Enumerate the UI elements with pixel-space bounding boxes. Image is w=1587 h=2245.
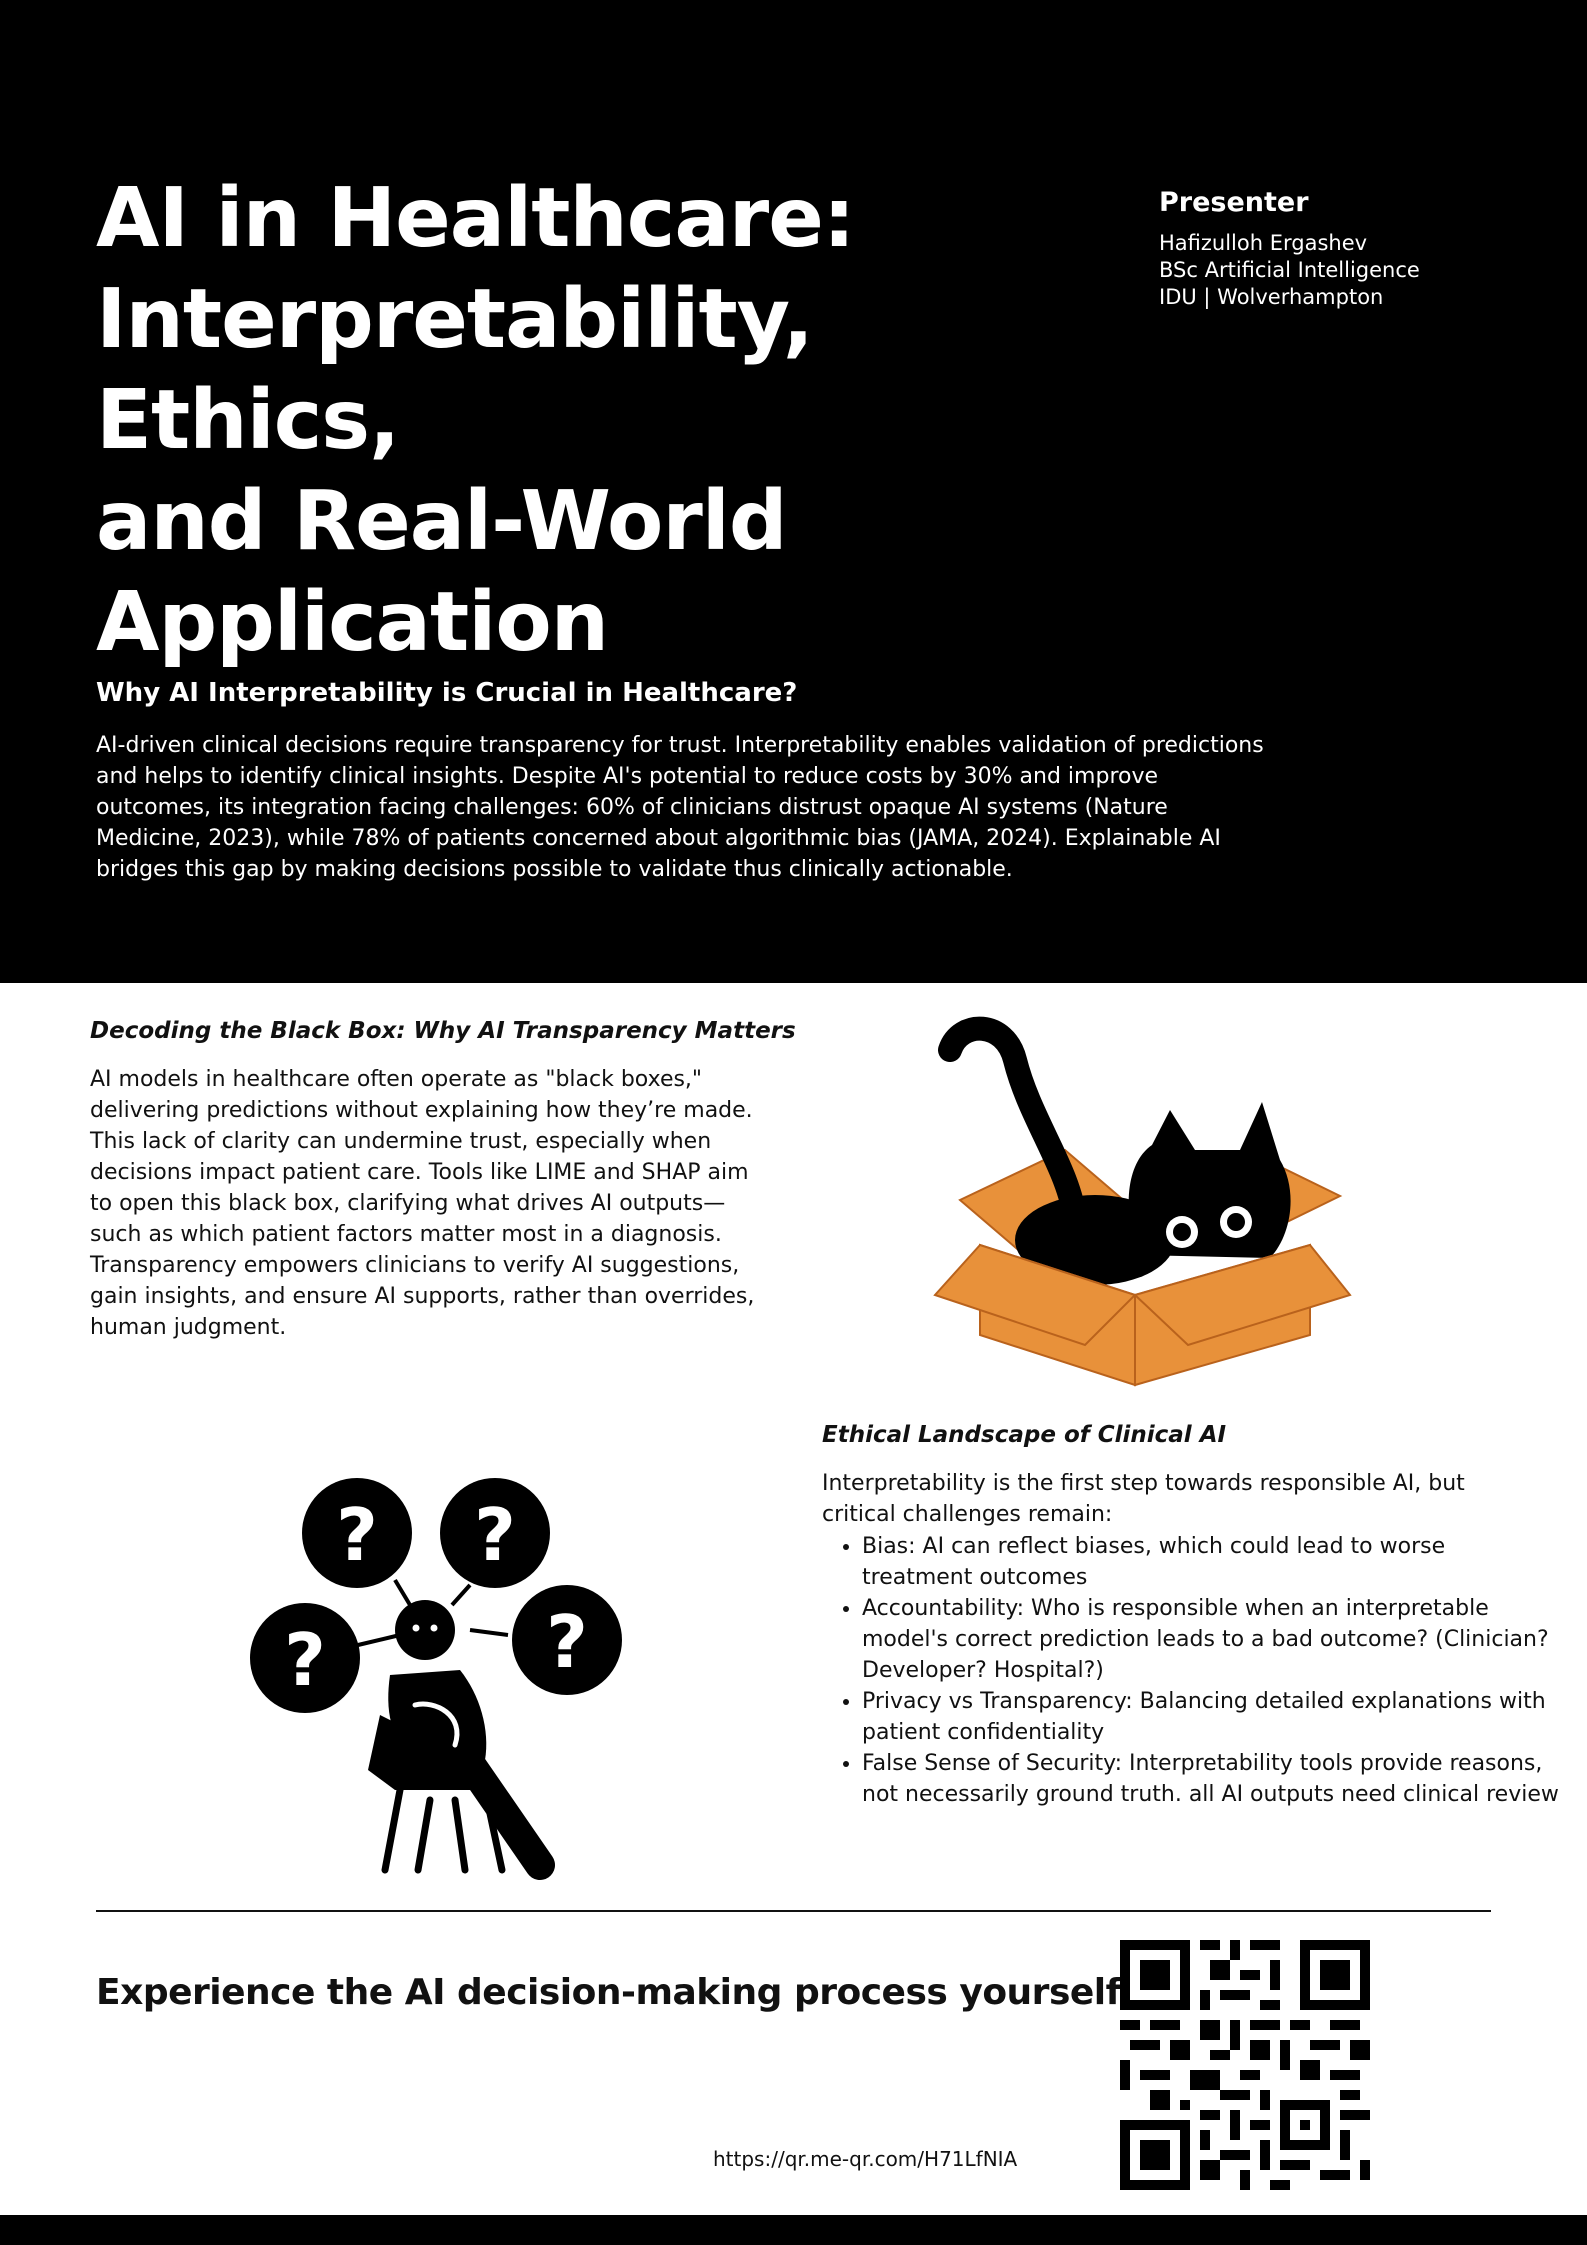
question-bubble-top-left: ? <box>302 1478 412 1588</box>
hero-banner: AI in Healthcare: Interpretability, Ethi… <box>0 0 1587 983</box>
person-arm <box>412 1701 460 1748</box>
cat-tail <box>938 1016 1087 1232</box>
svg-text:?: ? <box>546 1600 588 1684</box>
ethics-heading: Ethical Landscape of Clinical AI <box>822 1422 1227 1448</box>
person-head <box>395 1600 455 1660</box>
section-divider <box>96 1910 1491 1912</box>
question-bubble-top-right: ? <box>440 1478 550 1588</box>
intro-body: AI-driven clinical decisions require tra… <box>96 733 1264 882</box>
presenter-block: Presenter Hafizulloh Ergashev BSc Artifi… <box>1159 186 1420 311</box>
cat-head <box>1128 1102 1291 1258</box>
ethics-bullet-list: Bias: AI can reflect biases, which could… <box>822 1531 1562 1810</box>
box-front-left-flap <box>933 1243 1137 1347</box>
presenter-affiliation: IDU | Wolverhampton <box>1159 285 1384 309</box>
ethics-bullet-accountability: Accountability: Who is responsible when … <box>862 1593 1562 1686</box>
ethics-intro: Interpretability is the first step towar… <box>822 1471 1465 1527</box>
box-front-right-flap <box>1133 1243 1352 1347</box>
intro-heading: Why AI Interpretability is Crucial in He… <box>96 678 798 708</box>
confused-person-question-marks-illustration: ? ? ? ? <box>250 1478 622 1880</box>
footer-bar <box>0 2215 1587 2245</box>
chair-legs <box>381 1786 506 1874</box>
presenter-degree: BSc Artificial Intelligence <box>1159 258 1420 282</box>
question-bubble-left: ? <box>250 1603 360 1713</box>
presenter-name: Hafizulloh Ergashev <box>1159 231 1368 255</box>
cat-in-box-illustration <box>933 1016 1352 1387</box>
qr-url-link[interactable]: https://qr.me-qr.com/H71LfNIA <box>713 2147 1018 2171</box>
svg-text:?: ? <box>336 1493 378 1577</box>
black-box-body: AI models in healthcare often operate as… <box>90 1067 755 1340</box>
svg-text:?: ? <box>284 1618 326 1702</box>
presenter-label: Presenter <box>1159 187 1309 218</box>
ethics-bullet-false-security: False Sense of Security: Interpretabilit… <box>862 1748 1562 1810</box>
ethics-bullet-bias: Bias: AI can reflect biases, which could… <box>862 1531 1562 1593</box>
ethics-bullet-privacy: Privacy vs Transparency: Balancing detai… <box>862 1686 1562 1748</box>
cta-heading: Experience the AI decision-making proces… <box>96 1972 1121 2013</box>
black-box-heading: Decoding the Black Box: Why AI Transpare… <box>90 1018 796 1044</box>
poster-title: AI in Healthcare: Interpretability, Ethi… <box>96 171 856 670</box>
qr-code-icon[interactable] <box>1120 1940 1370 2190</box>
svg-text:?: ? <box>474 1493 516 1577</box>
question-bubble-right: ? <box>512 1585 622 1695</box>
